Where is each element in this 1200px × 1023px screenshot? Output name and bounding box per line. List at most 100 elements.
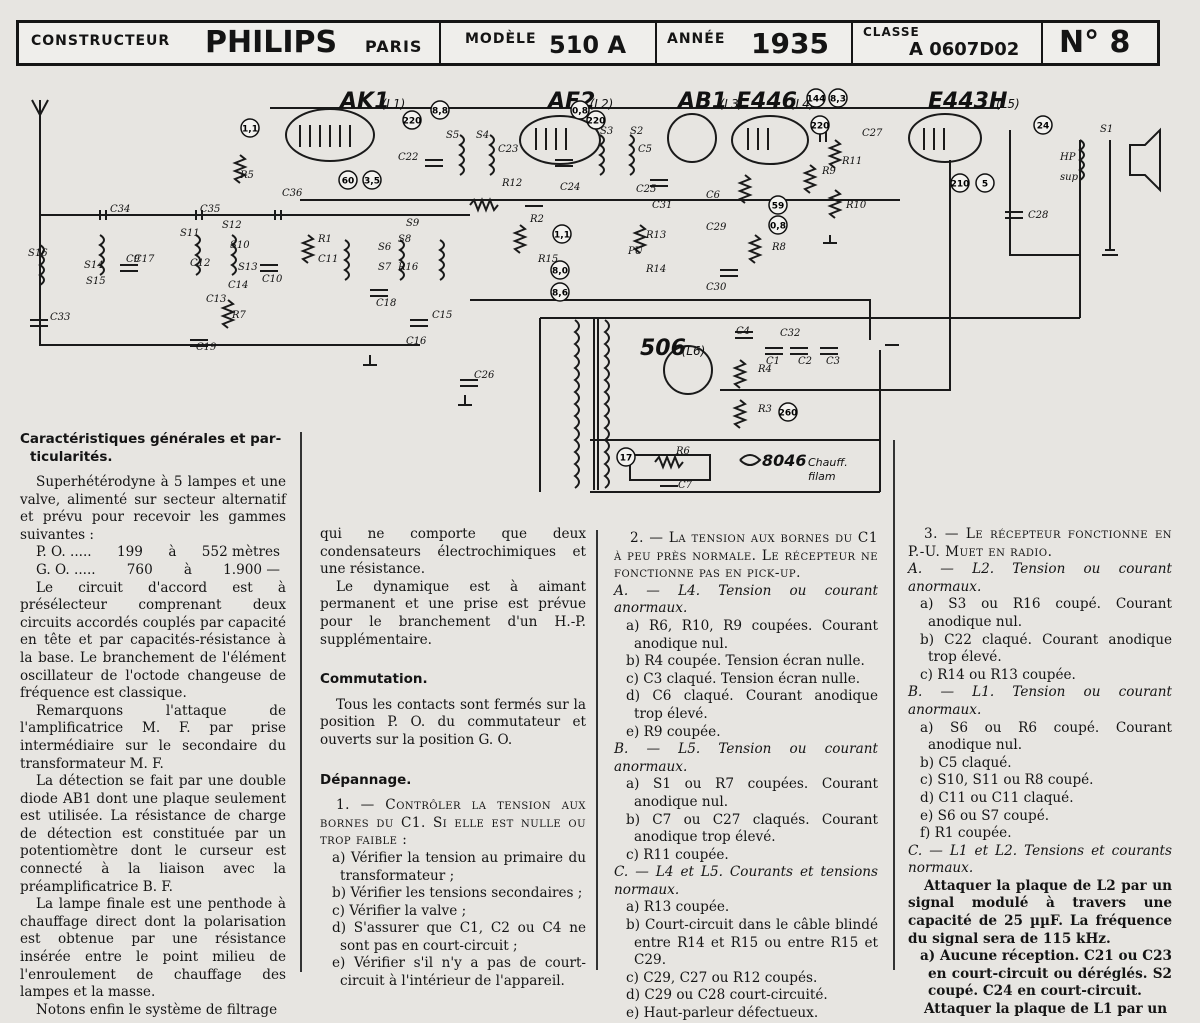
- list-item: c) S10, S11 ou R8 coupé.: [920, 772, 1094, 789]
- test-point-circle: [586, 110, 606, 130]
- list-item: c) C29, C27 ou R12 coupés.: [626, 969, 818, 986]
- tube-position: (L1): [382, 97, 406, 111]
- component-label: C27: [862, 128, 883, 139]
- test-point-circle: [616, 447, 636, 467]
- component-label: C6: [706, 190, 721, 201]
- component-label: R8: [771, 242, 786, 253]
- component-label: S2: [630, 126, 643, 137]
- test-point-value: 24: [1037, 122, 1050, 132]
- tube-labels: AK1(L1)AF2(L2)AB1(L3)E446(L4)E443H(L5)50…: [338, 89, 1020, 483]
- list-item: d) S'assurer que C1, C2 ou C4 ne sont pa…: [332, 920, 586, 954]
- component-label: C5: [638, 144, 652, 155]
- component-label: S8: [398, 234, 411, 245]
- component-label: R2: [529, 214, 544, 225]
- annee-label: ANNÉE: [667, 31, 726, 47]
- tube-position: (L3): [720, 97, 744, 111]
- list-item: e) S6 ou S7 coupé.: [920, 807, 1050, 824]
- component-label: C35: [200, 204, 220, 215]
- list-item: e) Vérifier s'il n'y a pas de court-circ…: [332, 955, 586, 990]
- paragraph: Attaquer la plaque de L1 par un: [924, 1001, 1168, 1018]
- component-label: C23: [498, 144, 518, 155]
- component-label: C26: [474, 370, 495, 381]
- component-label: C24: [560, 182, 580, 193]
- test-point-circle: [806, 88, 826, 108]
- section-title: Dépannage.: [320, 771, 412, 788]
- test-point-value: 5: [982, 180, 988, 190]
- list-item: b) Vérifier les tensions secondaires ;: [332, 885, 583, 902]
- test-point-circle: [240, 118, 260, 138]
- test-point-circle: [828, 88, 848, 108]
- component-label: S15: [86, 276, 106, 287]
- component-label: S6: [378, 242, 392, 253]
- classe-value: A 0607D02: [909, 39, 1020, 60]
- paragraph: Le circuit d'accord est à présélecteur c…: [20, 579, 286, 702]
- test-point-circle: [975, 173, 995, 193]
- classe-label: CLASSE: [863, 25, 920, 39]
- list-item: a) S6 ou R6 coupé. Courant anodique nul.: [920, 719, 1172, 754]
- list-item: b) C7 ou C27 claqués. Courant anodique t…: [626, 811, 878, 846]
- component-label: C30: [706, 282, 727, 293]
- list-item: d) C11 ou C11 claqué.: [920, 789, 1074, 806]
- component-label: R9: [821, 166, 837, 177]
- tube-name: 506: [640, 336, 686, 361]
- header-divider: [1041, 23, 1043, 63]
- paragraph: qui ne comporte que deux condensateurs é…: [320, 526, 586, 578]
- filament-label: Chauff.: [808, 456, 848, 469]
- column-divider: [893, 440, 895, 970]
- list-item: c) C3 claqué. Tension écran nulle.: [626, 670, 861, 687]
- test-point-value: 8,8: [432, 107, 448, 117]
- column-4: 3. — Le récepteur fonctionne en P.-U. Mu…: [908, 526, 1172, 1019]
- test-point-circle: [570, 100, 590, 120]
- component-label: C19: [196, 342, 217, 353]
- list-item: f) R1 coupée.: [920, 825, 1012, 842]
- component-label: S3: [600, 126, 613, 137]
- tube-name: AK1: [338, 89, 389, 114]
- component-label: R3: [757, 404, 772, 415]
- test-point-value: 59: [772, 202, 785, 212]
- test-point-value: 1,1: [242, 125, 258, 135]
- test-point-value: 8,3: [830, 95, 846, 105]
- list-item: e) Haut-parleur défectueux.: [626, 1005, 819, 1022]
- component-label: R5: [239, 170, 254, 181]
- component-label: C4: [736, 326, 750, 337]
- component-label: R14: [645, 264, 666, 275]
- component-label: S10: [230, 240, 250, 251]
- component-label: R4: [757, 364, 772, 375]
- header-divider: [851, 23, 853, 63]
- test-point-circle: [810, 115, 830, 135]
- column-3: 2. — La tension aux bornes du C1 à peu p…: [614, 530, 878, 1023]
- component-label: C13: [206, 294, 226, 305]
- column-divider: [300, 432, 302, 972]
- tube-name: E443H: [928, 89, 1007, 114]
- component-label: S11: [180, 228, 200, 239]
- component-label: C31: [652, 200, 672, 211]
- component-label: C22: [398, 152, 418, 163]
- component-label: R7: [231, 310, 247, 321]
- test-point-value: 144: [807, 95, 826, 105]
- test-point-circle: [430, 100, 450, 120]
- component-label: C3: [826, 356, 840, 367]
- paragraph: Remarquons l'attaque de l'amplificatrice…: [20, 702, 286, 772]
- component-label: R13: [645, 230, 666, 241]
- component-label: C14: [228, 280, 248, 291]
- filament-label: filam: [808, 470, 836, 483]
- test-point-circle: [768, 195, 788, 215]
- test-point-circle: [402, 110, 422, 130]
- test-point-value: 0,8: [770, 222, 786, 232]
- subsection-title: A. — L4. Tension ou courant anormaux.: [614, 582, 878, 617]
- subsection-title: B. — L5. Tension ou courant anormaux.: [614, 741, 878, 775]
- test-point-value: 220: [587, 117, 606, 127]
- component-label: R15: [537, 254, 558, 265]
- list-item: c) R11 coupée.: [626, 846, 729, 863]
- paragraph: Notons enfin le système de filtrage: [36, 1001, 278, 1018]
- component-label: R6: [675, 446, 691, 457]
- header-bar: CONSTRUCTEUR PHILIPS PARIS MODÈLE 510 A …: [16, 20, 1160, 66]
- paragraph: Attaquer la plaque de L2 par un signal m…: [908, 877, 1172, 947]
- list-item: a) R13 coupée.: [626, 899, 730, 916]
- paragraph: Le dynamique est à aimant permanent et u…: [320, 578, 586, 648]
- component-label: PU: [627, 246, 644, 257]
- component-label: S12: [222, 220, 242, 231]
- test-point-circle: [338, 170, 358, 190]
